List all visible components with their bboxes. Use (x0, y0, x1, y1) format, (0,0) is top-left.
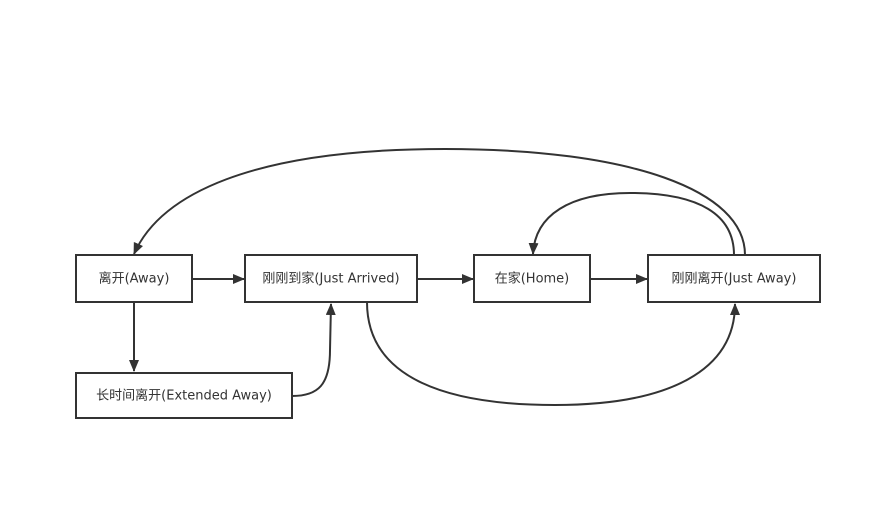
edges (129, 147, 746, 407)
node-home-label: 在家(Home) (495, 271, 570, 287)
node-just-arrived-label: 刚刚到家(Just Arrived) (262, 271, 399, 287)
node-away-label: 离开(Away) (99, 271, 170, 287)
node-just-away-label: 刚刚离开(Just Away) (672, 271, 797, 287)
node-extended-away: 长时间离开(Extended Away) (75, 372, 293, 419)
node-home: 在家(Home) (473, 254, 591, 303)
node-away: 离开(Away) (75, 254, 193, 303)
edge-just-away-to-away (133, 147, 746, 256)
node-just-arrived: 刚刚到家(Just Arrived) (244, 254, 418, 303)
edge-extended-away-to-just-arrived (291, 303, 336, 397)
edge-just-arrived-to-just-away (366, 301, 740, 407)
edge-just-away-to-home (528, 191, 735, 256)
node-extended-away-label: 长时间离开(Extended Away) (96, 388, 272, 404)
node-just-away: 刚刚离开(Just Away) (647, 254, 821, 303)
